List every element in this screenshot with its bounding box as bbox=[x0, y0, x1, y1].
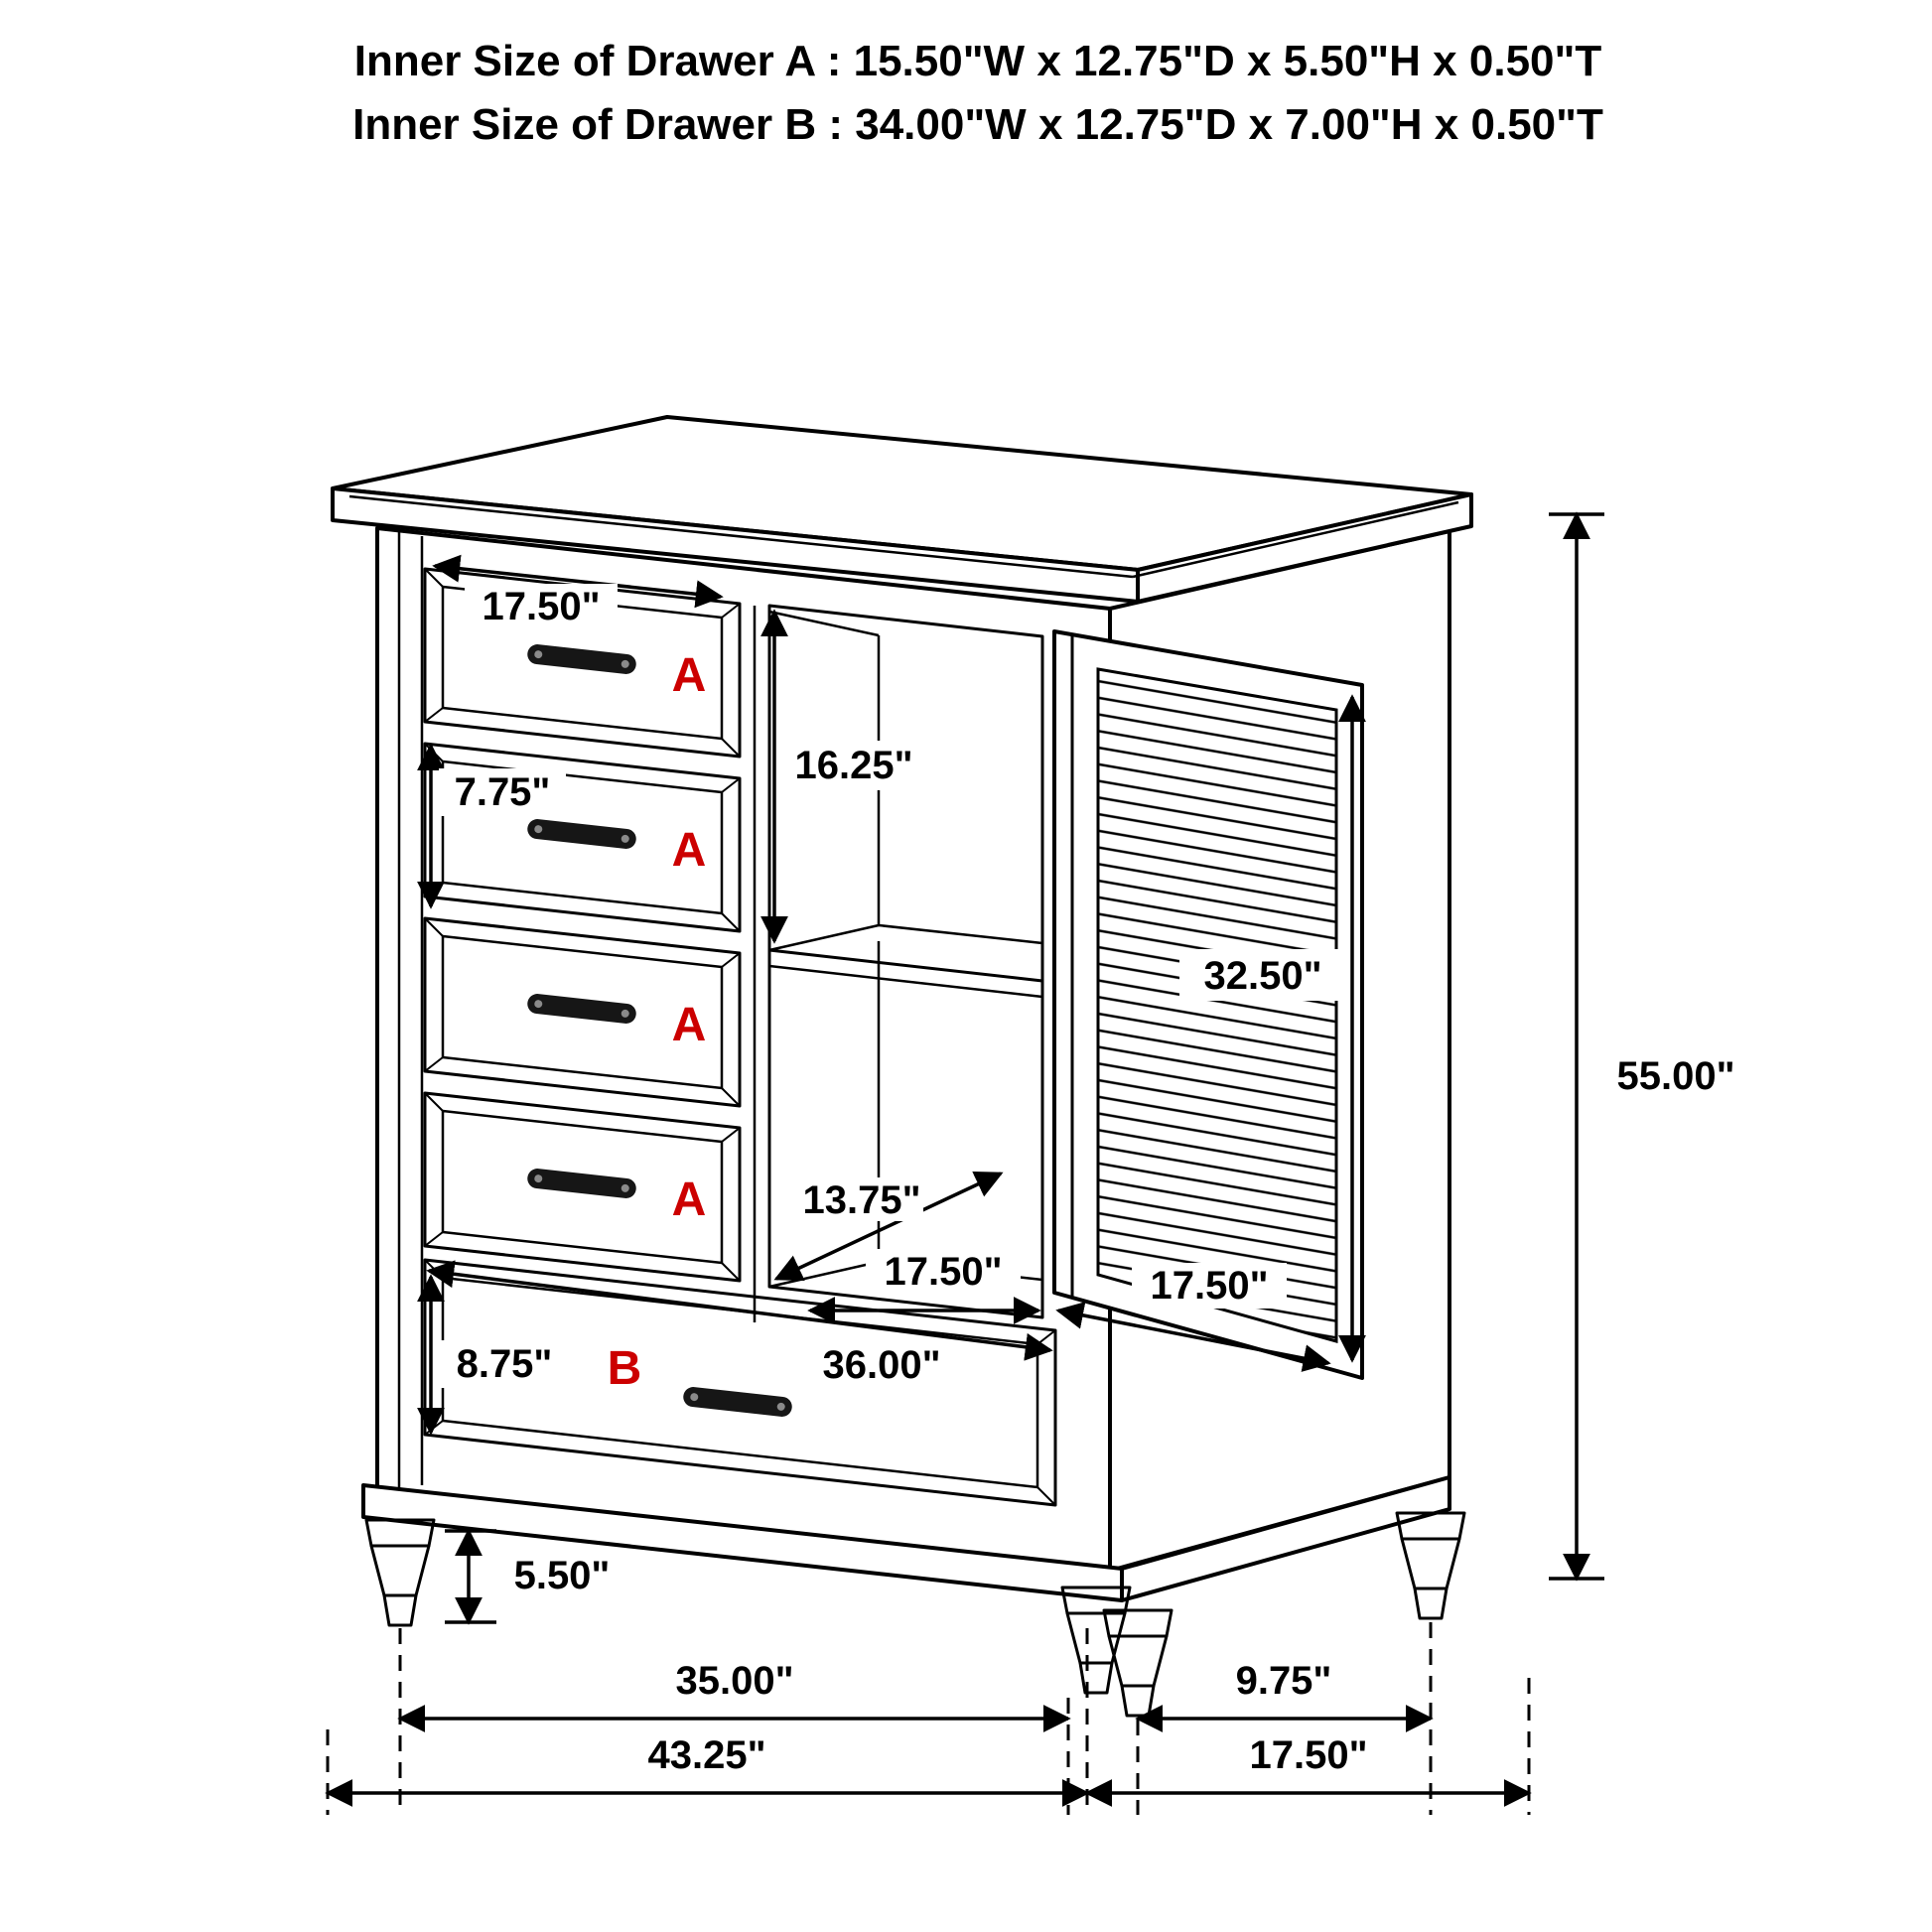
dim-overall-height: 55.00" bbox=[1549, 511, 1735, 1582]
drawer-a-front-height-label: 7.75" bbox=[455, 770, 551, 814]
dim-foot-height: 5.50" bbox=[445, 1528, 611, 1625]
label-bg bbox=[1132, 1263, 1287, 1309]
title-line-1: Inner Size of Drawer A : 15.50"W x 12.75… bbox=[354, 37, 1602, 85]
drawer-a-3 bbox=[423, 916, 742, 1108]
foot-front-left bbox=[364, 1518, 436, 1627]
base-molding-side bbox=[1120, 1475, 1451, 1602]
drawer-a-2-handle bbox=[527, 819, 636, 849]
drawer-a-3-handle bbox=[527, 994, 636, 1024]
dim-overall-depth: 17.50" bbox=[1084, 1733, 1532, 1807]
drawer-b-front-height-label: 8.75" bbox=[457, 1342, 553, 1386]
cabinet-front-panel bbox=[375, 526, 1112, 1573]
drawer-a-1-label: A bbox=[672, 649, 707, 702]
drawer-b-label: B bbox=[608, 1342, 642, 1395]
drawer-a-4-label: A bbox=[672, 1173, 707, 1226]
dim-shelf-depth: 13.75" bbox=[773, 1172, 1004, 1281]
dim-front-leg-span: 35.00" bbox=[397, 1659, 1071, 1732]
shelf-depth-label: 13.75" bbox=[802, 1178, 920, 1222]
label-bg bbox=[1179, 949, 1346, 1001]
dimensions: 17.50" 16.25" 7.75" 32.50" 55.00" 13.7 bbox=[325, 511, 1735, 1807]
shelf-width-label: 17.50" bbox=[884, 1250, 1002, 1294]
drawer-a-3-label: A bbox=[672, 999, 707, 1051]
door-panel-height-label: 32.50" bbox=[1203, 954, 1321, 998]
foot-back-right bbox=[1395, 1511, 1466, 1620]
drawer-b-handle bbox=[683, 1387, 792, 1417]
drawer-b-width-label: 36.00" bbox=[822, 1343, 940, 1387]
drawer-letters: A A A A B bbox=[608, 649, 707, 1395]
top-drawer-width-label: 17.50" bbox=[482, 585, 600, 628]
side-leg-span-label: 9.75" bbox=[1236, 1659, 1332, 1703]
shelf-front-edge bbox=[768, 948, 1043, 983]
overall-width-label: 43.25" bbox=[647, 1733, 765, 1777]
cabinet-door bbox=[1052, 629, 1364, 1380]
overall-height-label: 55.00" bbox=[1616, 1054, 1734, 1098]
drawer-a-2-label: A bbox=[672, 824, 707, 877]
drawer-a-1-handle bbox=[527, 644, 636, 674]
label-bg bbox=[465, 584, 618, 631]
foot-height-label: 5.50" bbox=[514, 1554, 611, 1597]
open-shelf-height-label: 16.25" bbox=[794, 744, 912, 787]
door-width-label: 17.50" bbox=[1150, 1264, 1268, 1308]
label-bg bbox=[800, 1177, 923, 1221]
door-louvers bbox=[1096, 667, 1338, 1343]
dim-door-width: 17.50" bbox=[1055, 1263, 1331, 1372]
title-line-2: Inner Size of Drawer B : 34.00"W x 12.75… bbox=[352, 100, 1603, 149]
dim-side-leg-span: 9.75" bbox=[1135, 1659, 1434, 1732]
cabinet-top bbox=[331, 415, 1473, 604]
label-bg bbox=[782, 741, 927, 790]
label-bg bbox=[439, 768, 566, 816]
dim-overall-width: 43.25" bbox=[325, 1733, 1090, 1807]
overall-depth-label: 17.50" bbox=[1249, 1733, 1367, 1777]
front-leg-span-label: 35.00" bbox=[675, 1659, 793, 1703]
dim-drawer-b-width: 36.00" bbox=[426, 1260, 1053, 1387]
dim-door-panel-height: 32.50" bbox=[1179, 694, 1366, 1363]
dim-open-shelf-height: 16.25" bbox=[760, 609, 927, 944]
drawer-a-4-handle bbox=[527, 1169, 636, 1198]
dim-top-drawer-width: 17.50" bbox=[432, 554, 724, 631]
foot-front-right-outer bbox=[1102, 1608, 1173, 1718]
dim-drawer-a-front-height: 7.75" bbox=[417, 743, 566, 909]
